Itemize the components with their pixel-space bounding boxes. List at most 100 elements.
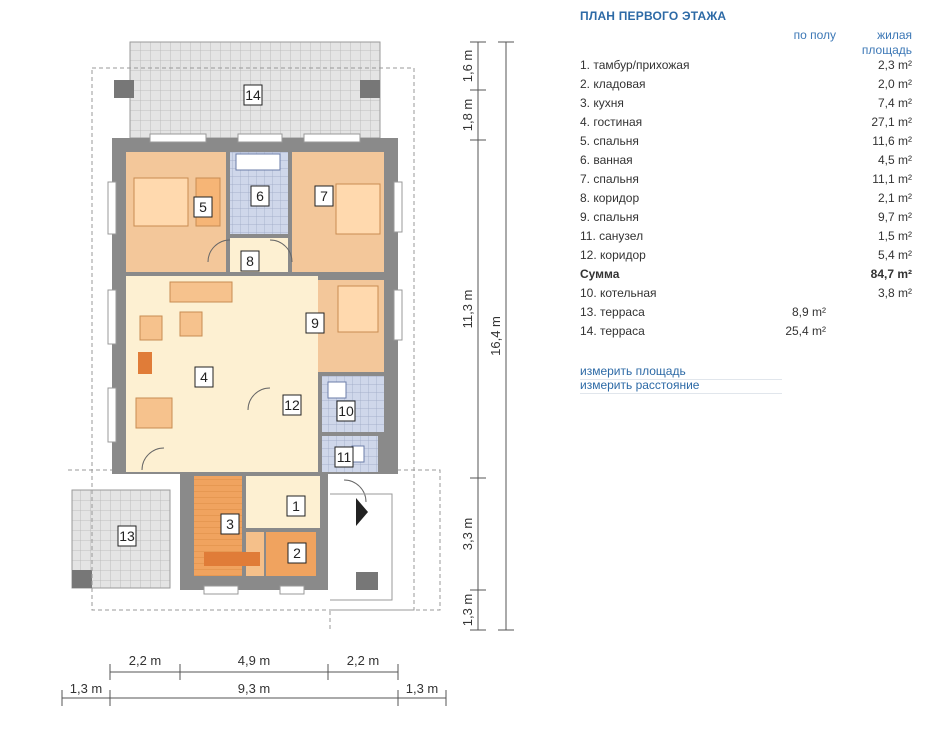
dimension-label: 2,2 m <box>347 653 380 668</box>
bed <box>133 177 189 227</box>
room-number-box <box>250 185 270 207</box>
area-row: 7. спальня 11,1 m² <box>580 172 912 191</box>
room-number-box <box>305 312 325 334</box>
door-arc <box>141 447 165 471</box>
col-header-floor: по полу <box>793 28 836 42</box>
dimension-label: 1,3 m <box>406 681 439 696</box>
terrace-14-pillar <box>360 80 380 98</box>
area-row: 8. коридор 2,1 m² <box>580 191 912 210</box>
area-row-label: 7. спальня <box>580 172 639 186</box>
bed <box>335 183 381 235</box>
door-arc <box>247 387 271 411</box>
room-number-box <box>314 185 334 207</box>
room-number-box <box>282 394 302 416</box>
area-row: 10. котельная 3,8 m² <box>580 286 912 305</box>
room-number: 1 <box>292 498 300 514</box>
window <box>149 133 207 143</box>
boiler <box>327 381 347 399</box>
dining-table <box>135 397 173 429</box>
area-panel: ПЛАН ПЕРВОГО ЭТАЖА по полу жилая площадь… <box>572 0 920 400</box>
room-number: 14 <box>245 87 261 103</box>
area-row: 14. терраса 25,4 m² <box>580 324 912 343</box>
dimension-label: 11,3 m <box>460 290 475 329</box>
terrace-14-pillar <box>114 80 134 98</box>
room-12 <box>266 276 318 472</box>
area-row-label: 12. коридор <box>580 248 646 262</box>
col-header-living: жилая площадь <box>842 28 912 58</box>
area-row: 5. спальня 11,6 m² <box>580 134 912 153</box>
armchair <box>139 315 163 341</box>
room-number: 12 <box>284 397 300 413</box>
room-number-box <box>286 495 306 517</box>
window <box>303 133 361 143</box>
area-row-living: 11,1 m² <box>872 172 912 186</box>
dimension-label: 1,6 m <box>460 50 475 83</box>
dimension-label: 4,9 m <box>238 653 271 668</box>
dimension-label: 1,8 m <box>460 99 475 132</box>
measure-distance-link[interactable]: измерить расстояние <box>580 378 782 394</box>
area-row-living: 1,5 m² <box>877 229 912 243</box>
room-number: 7 <box>320 188 328 204</box>
desk <box>337 285 379 333</box>
entrance-arrow-icon <box>356 498 368 526</box>
area-row-label: 5. спальня <box>580 134 639 148</box>
room-number: 13 <box>119 528 135 544</box>
door-arc <box>343 479 367 503</box>
area-row: Сумма 84,7 m² <box>580 267 912 286</box>
area-row-floor: 25,4 m² <box>785 324 826 338</box>
area-row-label: 14. терраса <box>580 324 645 338</box>
room-number-box <box>194 366 214 388</box>
area-row-label: 6. ванная <box>580 153 633 167</box>
area-row-living: 2,3 m² <box>877 58 912 72</box>
roof-outline <box>91 67 415 611</box>
dimension-label: 16,4 m <box>488 316 503 356</box>
area-row-label: Сумма <box>580 267 620 281</box>
garage-pillar <box>356 572 378 590</box>
window <box>107 387 117 443</box>
dimension-label: 2,2 m <box>129 653 162 668</box>
col-header-living-line1: жилая <box>877 28 912 42</box>
window <box>203 585 239 595</box>
window <box>393 181 403 233</box>
panel-title: ПЛАН ПЕРВОГО ЭТАЖА <box>580 9 727 23</box>
dimension-label: 1,3 m <box>70 681 103 696</box>
room-1 <box>246 476 320 528</box>
area-row-living: 2,1 m² <box>877 191 912 205</box>
area-row: 6. ванная 4,5 m² <box>580 153 912 172</box>
room-number: 4 <box>200 369 208 385</box>
room-number-box <box>117 525 137 547</box>
room-number-box <box>193 196 213 218</box>
room-number: 2 <box>293 545 301 561</box>
window <box>279 585 305 595</box>
room-number: 10 <box>338 403 354 419</box>
area-row-label: 10. котельная <box>580 286 657 300</box>
room-number-box <box>243 84 263 106</box>
area-row-floor: 8,9 m² <box>791 305 826 319</box>
area-row-living: 2,0 m² <box>877 77 912 91</box>
area-row-living: 3,8 m² <box>877 286 912 300</box>
area-row-label: 9. спальня <box>580 210 639 224</box>
room-number-box <box>287 542 307 564</box>
area-row-living: 7,4 m² <box>877 96 912 110</box>
door-arc <box>207 239 231 263</box>
bathtub <box>235 153 281 171</box>
area-row-label: 4. гостиная <box>580 115 643 129</box>
dimension-label: 9,3 m <box>238 681 271 696</box>
measure-area-link[interactable]: измерить площадь <box>580 364 782 380</box>
area-row-living: 84,7 m² <box>870 267 912 281</box>
window <box>393 289 403 341</box>
coffee-table <box>179 311 203 337</box>
area-row-label: 8. коридор <box>580 191 640 205</box>
room-number: 8 <box>246 253 254 269</box>
area-row-living: 11,6 m² <box>872 134 912 148</box>
toilet <box>351 445 365 463</box>
room-number: 6 <box>256 188 264 204</box>
area-row-living: 4,5 m² <box>877 153 912 167</box>
